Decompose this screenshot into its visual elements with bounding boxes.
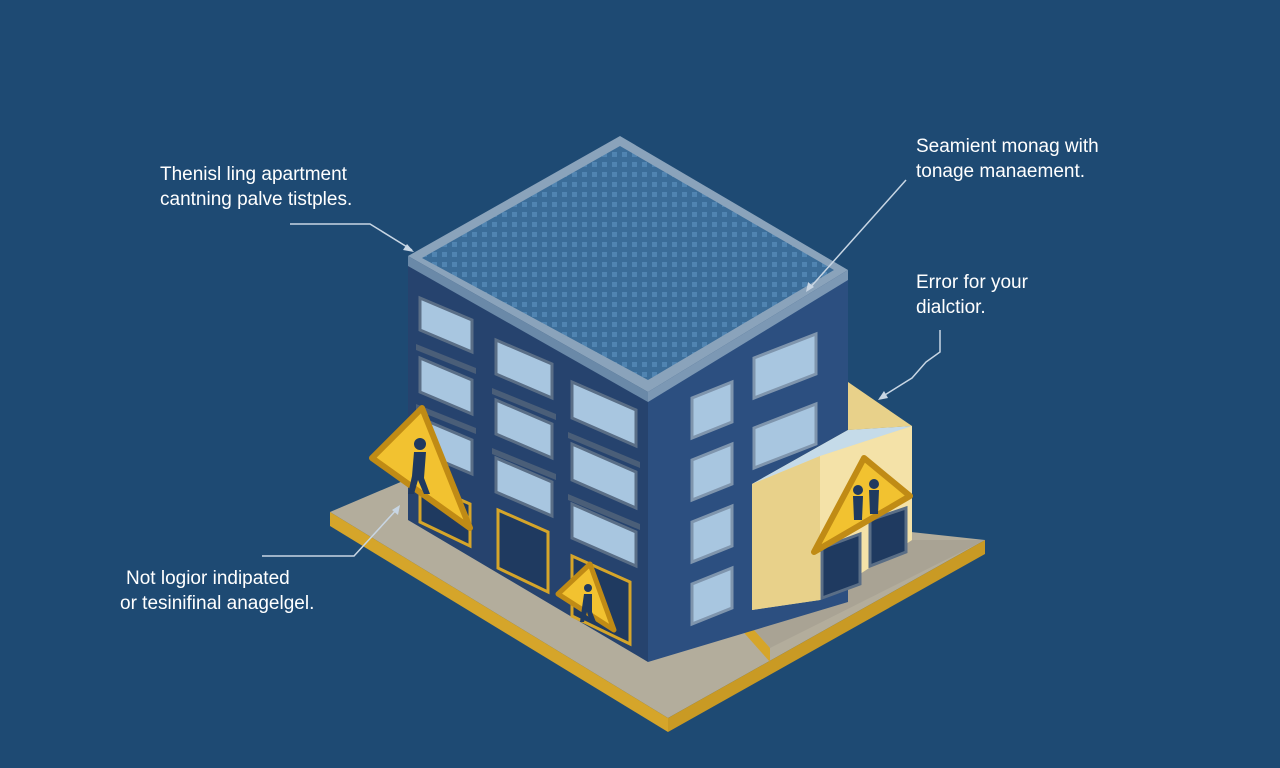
leader-lines bbox=[262, 179, 941, 557]
annotation-middle-right-line-1: Error for your bbox=[916, 272, 1028, 293]
annotation-top-right-line-1: Seamient monag with bbox=[916, 136, 1099, 157]
annotation-middle-right-line-2: dialctior. bbox=[916, 297, 986, 318]
warning-sign-icon bbox=[369, 405, 473, 531]
annotation-middle-right: Error for your dialctior. bbox=[916, 270, 1028, 320]
warning-sign-icon bbox=[811, 455, 913, 555]
annotation-bottom-left-line-2: or tesinifinal anagelgel. bbox=[120, 593, 315, 614]
annotation-bottom-left-line-1: Not logior indipated bbox=[126, 568, 290, 589]
main-building bbox=[408, 136, 848, 662]
solar-roof bbox=[422, 146, 834, 380]
leader-line-top-right bbox=[807, 179, 907, 291]
annotation-bottom-left: Not logior indipated or tesinifinal anag… bbox=[120, 566, 314, 616]
right-face-windows bbox=[690, 331, 818, 627]
warning-sign-icon bbox=[555, 561, 617, 633]
leader-arrowheads bbox=[392, 244, 888, 515]
annotation-top-left-line-2: cantning palve tistples. bbox=[160, 189, 353, 210]
annotation-top-right-line-2: tonage manaement. bbox=[916, 161, 1086, 182]
leader-line-bottom-left bbox=[262, 507, 399, 557]
annotation-top-left-line-1: Thenisl ling apartment bbox=[160, 164, 347, 185]
leader-line-middle-right bbox=[879, 330, 941, 399]
annotation-top-right: Seamient monag with tonage manaement. bbox=[916, 134, 1099, 184]
annotation-top-left: Thenisl ling apartment cantning palve ti… bbox=[160, 162, 352, 212]
left-face-ledges bbox=[416, 344, 640, 530]
leader-line-top-left bbox=[290, 223, 413, 251]
left-face-windows bbox=[418, 295, 638, 569]
